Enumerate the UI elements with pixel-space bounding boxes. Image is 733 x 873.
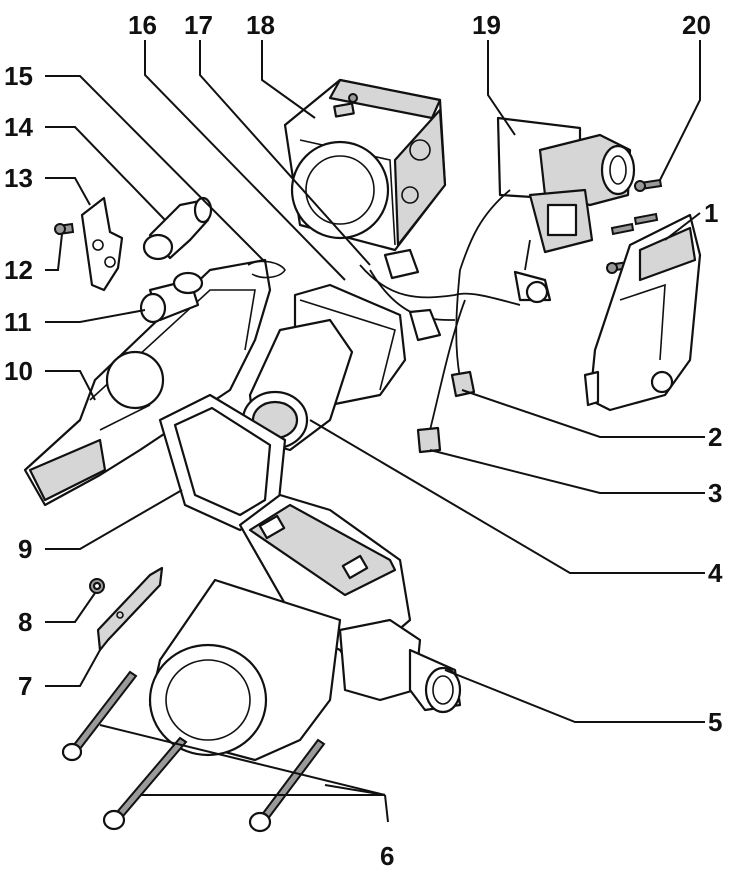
leader-8 <box>45 592 96 623</box>
leader-6b <box>324 784 386 796</box>
wiring-harness <box>359 248 521 454</box>
part-14-elbow <box>142 196 213 261</box>
part-12-screw <box>54 222 75 236</box>
part-6-bolts <box>61 670 326 833</box>
callout-3: 3 <box>708 478 722 508</box>
callout-9: 9 <box>18 534 32 564</box>
callout-18: 18 <box>246 10 275 40</box>
part-7-clamp <box>96 566 164 652</box>
leader-19 <box>487 40 516 136</box>
part-13-bracket <box>80 196 124 292</box>
part-5-heater-body <box>148 493 462 762</box>
part-15-clip <box>247 260 286 279</box>
part-10-exhaust-shroud <box>23 258 272 507</box>
callout-6: 6 <box>380 841 394 871</box>
callout-10: 10 <box>4 356 33 386</box>
part-9-gasket <box>158 393 287 532</box>
part-4-flame-tube <box>241 283 407 452</box>
callout-14: 14 <box>4 112 33 142</box>
callout-5: 5 <box>708 707 722 737</box>
leader-2 <box>461 389 705 438</box>
leader-13 <box>45 177 91 206</box>
leader-15 <box>45 75 266 263</box>
part-1-cover <box>583 213 702 412</box>
leader-5 <box>444 669 705 723</box>
leader-18 <box>261 40 316 119</box>
callout-1: 1 <box>704 198 718 228</box>
part-19-control-unit <box>459 116 636 271</box>
callout-13: 13 <box>4 163 33 193</box>
callout-numbers: 1 2 3 4 5 6 7 8 9 10 11 12 13 14 15 16 1… <box>4 10 723 871</box>
leader-9 <box>45 489 183 550</box>
part-11-pipe-stub <box>139 271 204 324</box>
part-18-chamber-housing <box>283 78 447 252</box>
glow-plug-sensor <box>513 270 552 304</box>
leader-1 <box>664 212 701 241</box>
callout-20: 20 <box>682 10 711 40</box>
callout-15: 15 <box>4 61 33 91</box>
part-8-nut <box>89 578 105 594</box>
callout-8: 8 <box>18 607 32 637</box>
leader-16 <box>144 40 346 281</box>
leader-7 <box>45 649 101 687</box>
callout-17: 17 <box>184 10 213 40</box>
callout-19: 19 <box>472 10 501 40</box>
leader-12 <box>45 233 63 271</box>
leader-14 <box>45 126 166 221</box>
callout-16: 16 <box>128 10 157 40</box>
leader-20 <box>659 40 701 181</box>
leader-17 <box>199 40 371 266</box>
leader-3 <box>429 449 705 494</box>
callout-11: 11 <box>4 307 32 337</box>
callout-2: 2 <box>708 422 722 452</box>
leader-6a <box>99 724 386 796</box>
callout-12: 12 <box>4 255 33 285</box>
leader-6d <box>384 794 389 823</box>
callout-7: 7 <box>18 671 32 701</box>
leader-11 <box>45 309 146 323</box>
leader-lines <box>45 40 705 823</box>
leader-10 <box>45 370 96 401</box>
leader-4 <box>309 419 705 574</box>
callout-4: 4 <box>708 558 723 588</box>
